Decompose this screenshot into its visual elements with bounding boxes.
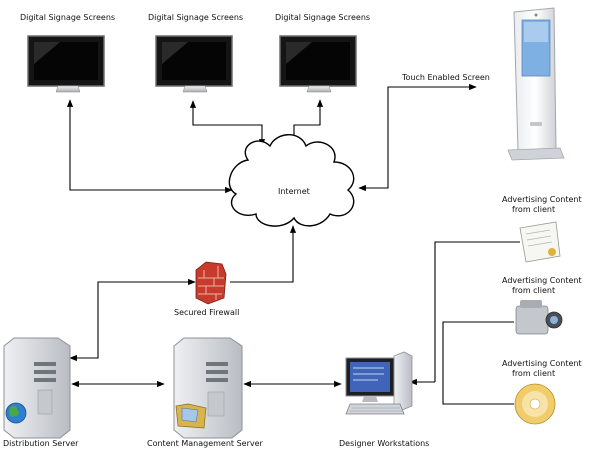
link-screen2-internet <box>189 100 266 147</box>
firewall-label: Secured Firewall <box>174 308 239 317</box>
folder-icon <box>175 403 207 429</box>
content-bus-1 <box>434 241 520 382</box>
connections <box>66 83 520 405</box>
distribution-server-label: Distribution Server <box>3 439 79 448</box>
designer-workstation: Designer Workstations <box>339 351 429 448</box>
secured-firewall: Secured Firewall <box>174 261 239 317</box>
touch-screen-label: Touch Enabled Screen <box>401 73 490 82</box>
link-distribution-firewall <box>69 278 196 362</box>
ad1-label-line1: Advertising Content <box>502 195 582 204</box>
cd-icon <box>514 383 556 425</box>
keyboard-icon <box>345 403 405 415</box>
cms-label: Content Management Server <box>147 439 264 448</box>
distribution-server: Distribution Server <box>3 337 79 448</box>
link-screen3-internet <box>290 99 324 145</box>
advertising-content-document: Advertising Content from client <box>502 195 582 263</box>
ad2-label-line1: Advertising Content <box>502 276 582 285</box>
link-screen1-internet <box>66 99 233 194</box>
touch-screen-kiosk: Touch Enabled Screen <box>401 7 565 161</box>
internet-label: Internet <box>278 187 310 196</box>
certificate-icon <box>519 221 561 263</box>
signage-screen-2-label: Digital Signage Screens <box>148 13 243 22</box>
signage-screen-1: Digital Signage Screens <box>20 13 115 93</box>
ad3-label-line1: Advertising Content <box>502 359 582 368</box>
ad1-label-line2: from client <box>512 205 555 214</box>
advertising-content-disc: Advertising Content from client <box>502 359 582 425</box>
advertising-content-video: Advertising Content from client <box>502 276 582 335</box>
signage-screen-1-label: Digital Signage Screens <box>20 13 115 22</box>
signage-screen-3: Digital Signage Screens <box>275 13 370 93</box>
signage-screen-3-label: Digital Signage Screens <box>275 13 370 22</box>
camcorder-icon <box>515 300 563 335</box>
signage-screen-2: Digital Signage Screens <box>148 13 243 93</box>
internet-cloud: Internet <box>228 134 355 227</box>
content-management-server: Content Management Server <box>147 337 264 448</box>
content-bus-2 <box>442 321 514 382</box>
link-touch-internet <box>358 83 477 192</box>
ad3-label-line2: from client <box>512 369 555 378</box>
ad2-label-line2: from client <box>512 286 555 295</box>
designer-workstations-label: Designer Workstations <box>339 439 429 448</box>
link-firewall-internet <box>230 225 297 283</box>
content-bus-3 <box>442 382 514 405</box>
